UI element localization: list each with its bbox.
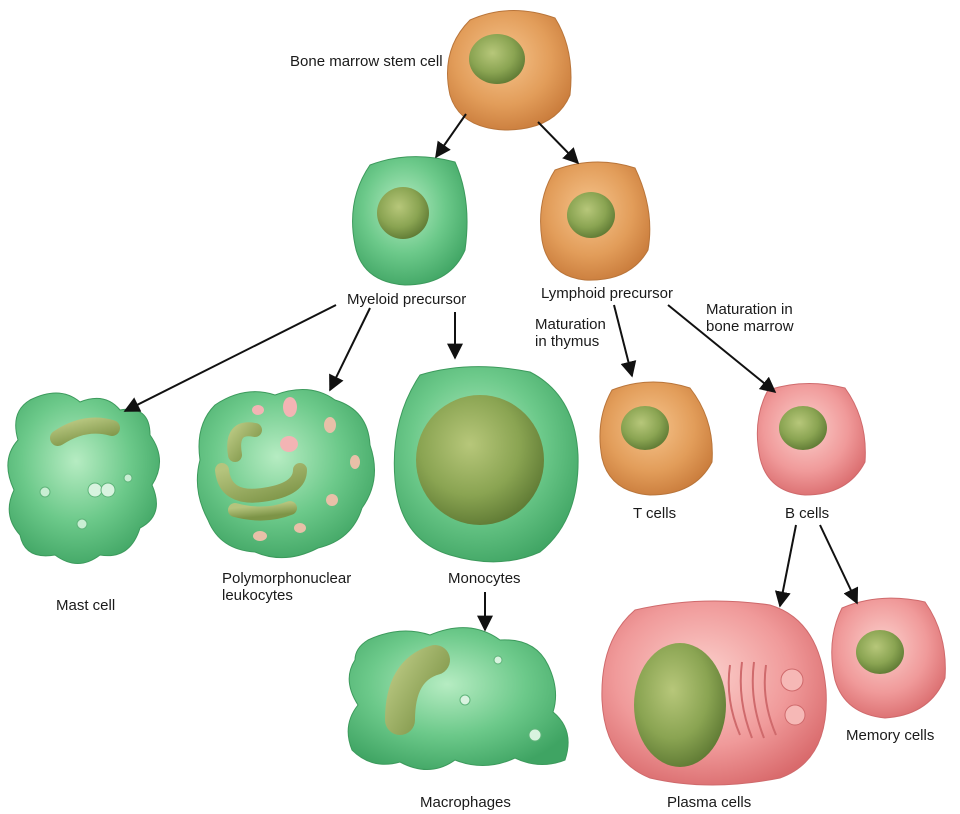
- stem-cell: [447, 10, 572, 131]
- arrow-myeloid-to-pmn: [329, 307, 371, 392]
- b-cell-nucleus: [779, 406, 827, 450]
- label-macrophages: Macrophages: [420, 794, 511, 811]
- arrow-bcell-to-plasma: [774, 524, 797, 608]
- macrophage-cell: [347, 627, 569, 770]
- label-stem-cell: Bone marrow stem cell: [290, 53, 443, 70]
- memory-nucleus: [856, 630, 904, 674]
- plasma-nucleus: [634, 643, 726, 767]
- arrow-lymphoid-to-bcell: [667, 304, 777, 394]
- mast-rod-nucleus: [50, 417, 120, 446]
- plasma-er: [727, 661, 777, 739]
- label-memory-cells: Memory cells: [846, 727, 935, 744]
- label-t-cells: T cells: [633, 505, 677, 522]
- macrophage-nucleus: [385, 645, 450, 735]
- memory-cell: [831, 597, 946, 719]
- label-maturation-marrow-line1: Maturation in: [706, 301, 793, 318]
- label-plasma-cells: Plasma cells: [667, 794, 752, 811]
- label-b-cells: B cells: [785, 505, 830, 522]
- lymphoid-nucleus: [567, 192, 615, 238]
- label-pmn-line2: leukocytes: [222, 587, 293, 604]
- label-maturation-thymus-line2: in thymus: [535, 333, 600, 350]
- label-lymphoid-precursor: Lymphoid precursor: [541, 285, 674, 302]
- monocyte-cell: [393, 366, 579, 563]
- lymphoid-precursor-cell: [540, 161, 651, 281]
- stem-nucleus: [469, 34, 525, 84]
- label-monocytes: Monocytes: [448, 570, 521, 587]
- label-maturation-thymus-line1: Maturation: [535, 316, 606, 333]
- arrow-stem-to-lymphoid: [537, 121, 580, 165]
- myeloid-nucleus: [377, 187, 429, 239]
- label-maturation-marrow-line2: bone marrow: [706, 318, 794, 335]
- arrow-lymphoid-to-tcell: [613, 304, 637, 378]
- arrow-stem-to-myeloid: [435, 113, 467, 159]
- monocyte-nucleus: [416, 395, 544, 525]
- label-mast-cell: Mast cell: [56, 597, 116, 614]
- mast-cell: [7, 392, 160, 564]
- myeloid-precursor-cell: [352, 156, 468, 286]
- t-cell: [599, 381, 713, 496]
- arrow-bcell-to-memory: [819, 524, 859, 605]
- t-cell-nucleus: [621, 406, 669, 450]
- pmn-leukocyte-cell: [196, 389, 375, 559]
- plasma-cell: [601, 600, 827, 786]
- label-myeloid-precursor: Myeloid precursor: [347, 291, 467, 308]
- lineage-arrows: [123, 113, 859, 632]
- b-cell: [756, 382, 866, 496]
- label-pmn-line1: Polymorphonuclear: [222, 570, 352, 587]
- arrow-myeloid-to-mast: [123, 304, 337, 412]
